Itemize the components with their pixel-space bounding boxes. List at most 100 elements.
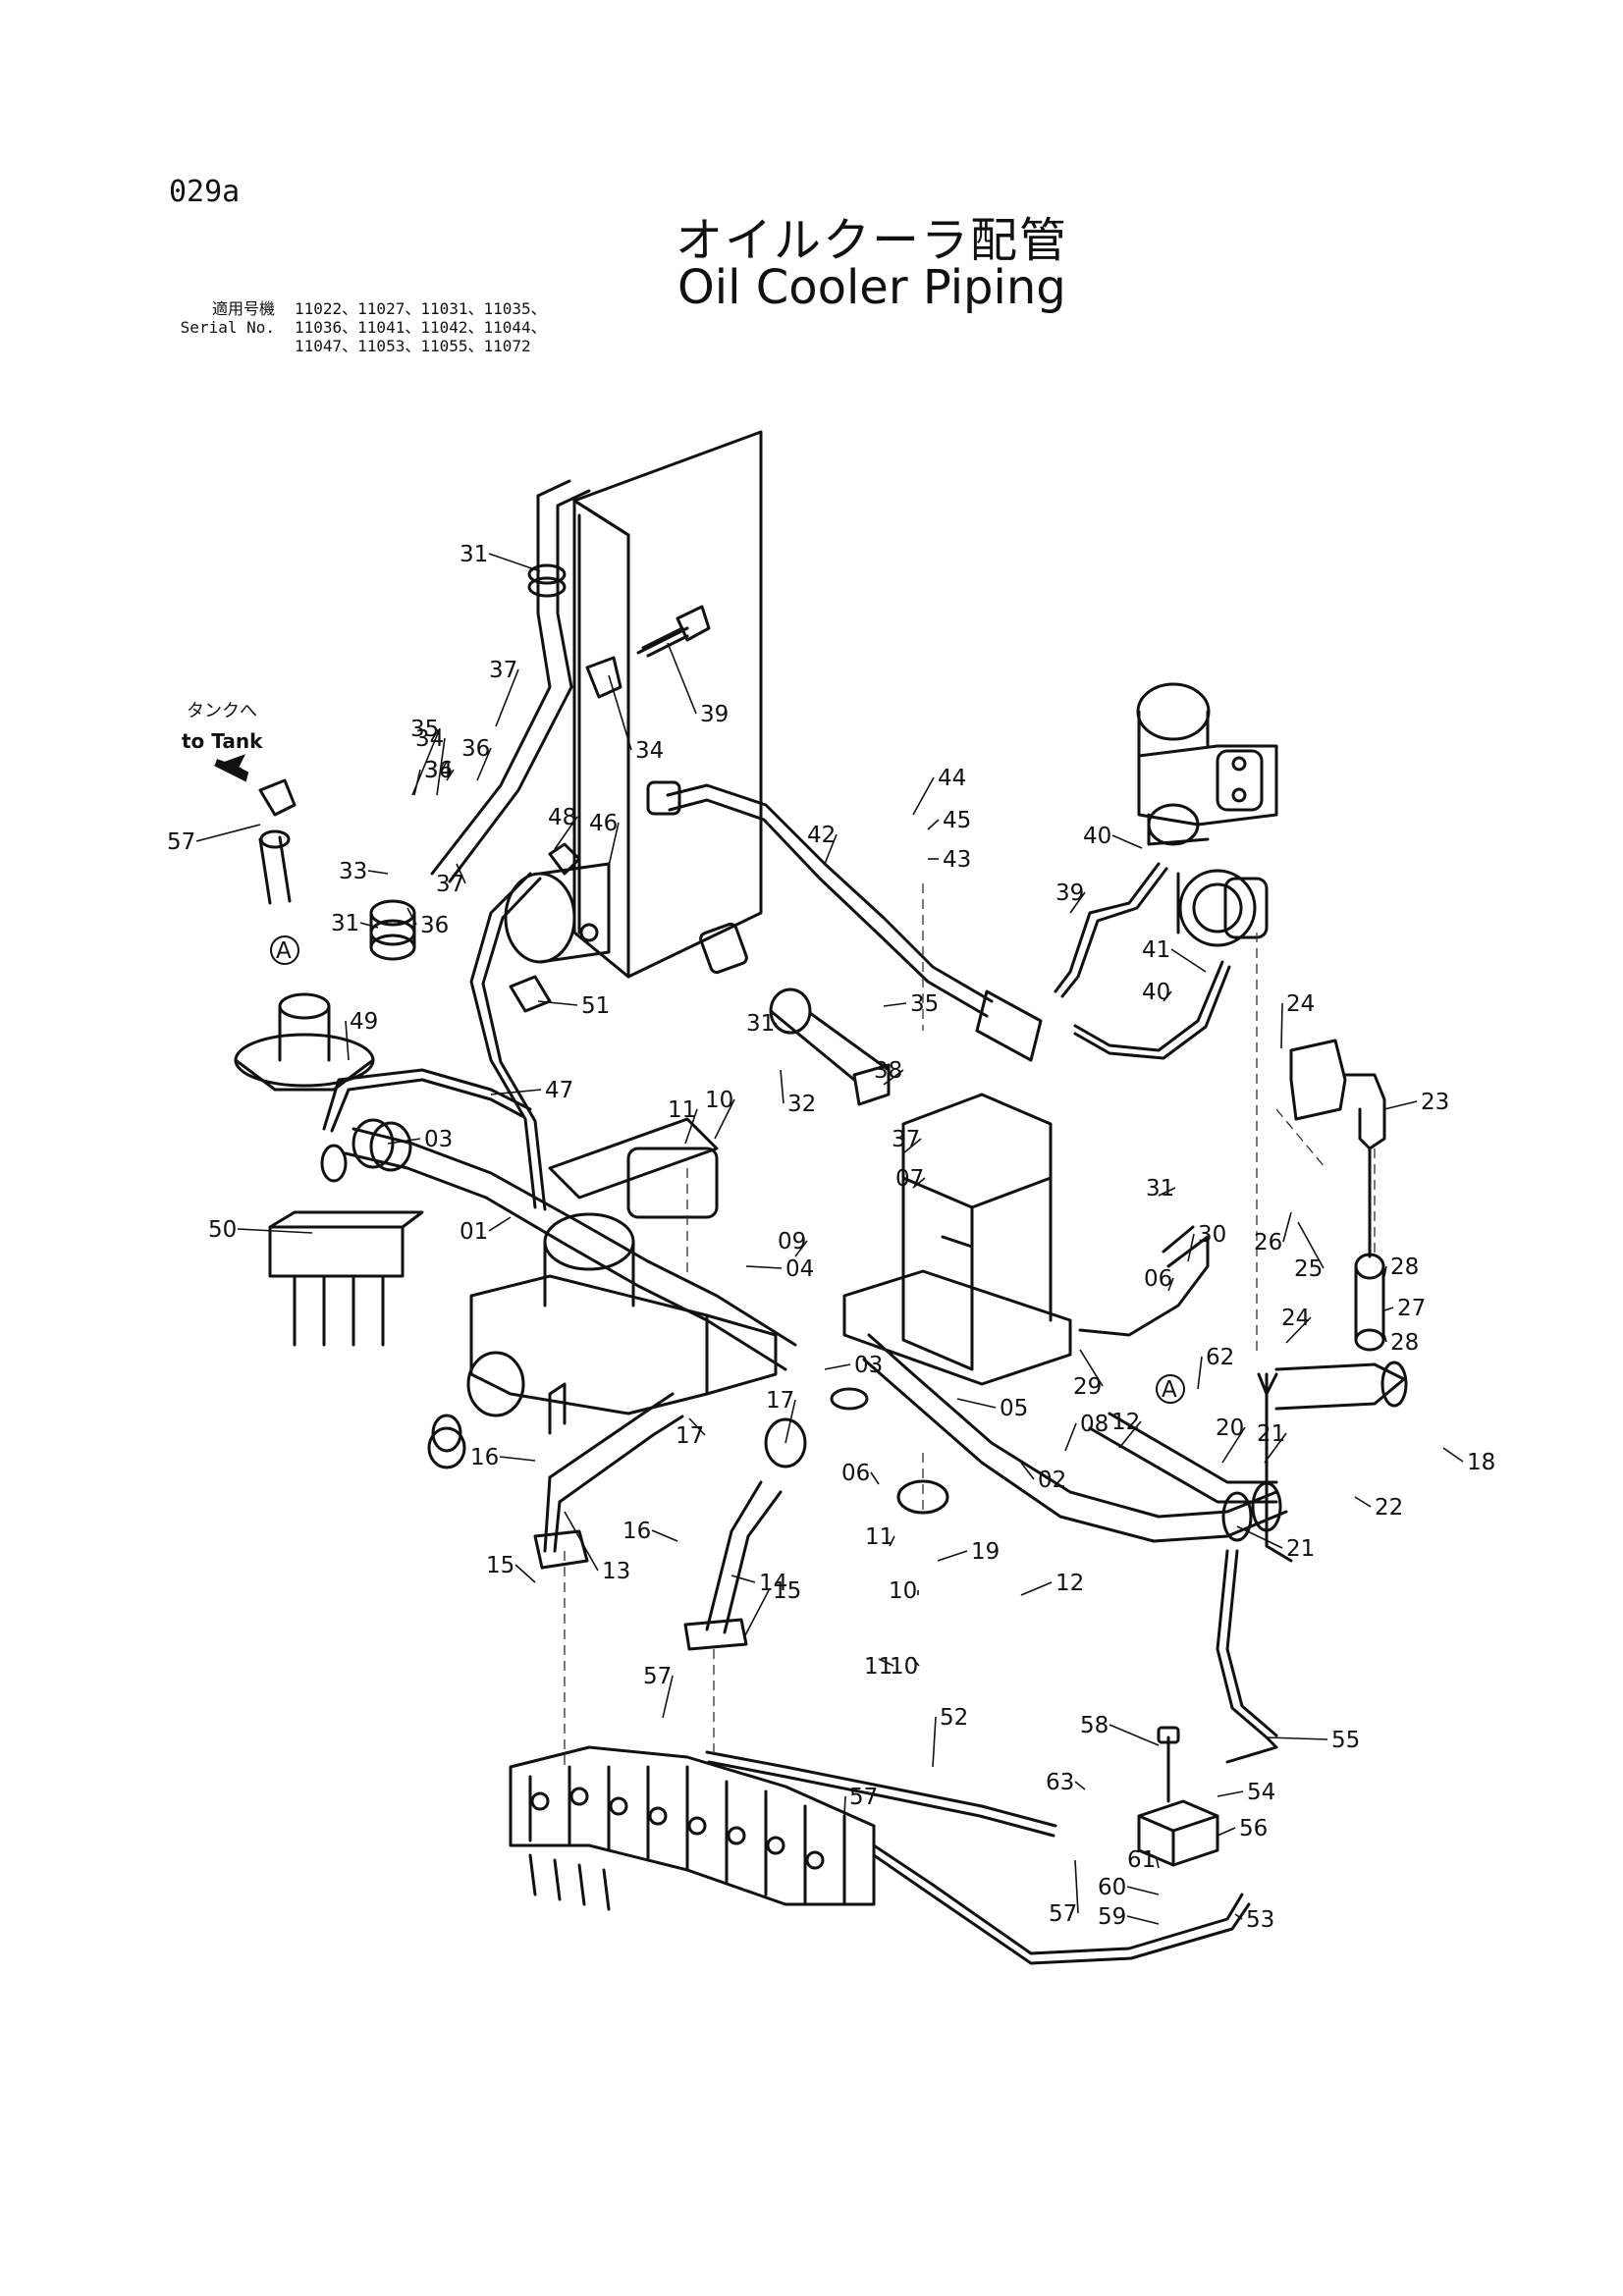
callout-40: 40	[1083, 824, 1111, 849]
serial-line: 11047、11053、11055、11072	[295, 337, 531, 355]
callout-45: 45	[943, 808, 971, 833]
cooler-inlet-pipe	[369, 479, 591, 961]
to-tank-marker: タンクへ to Tank	[182, 701, 263, 782]
leader-line	[1442, 1447, 1464, 1463]
block-54	[1137, 1726, 1219, 1867]
callout-30: 30	[1198, 1222, 1226, 1248]
callout-28: 28	[1390, 1255, 1419, 1280]
serial-label-en: Serial No.	[180, 318, 275, 337]
callout-40: 40	[1142, 980, 1170, 1005]
leader-line	[883, 1069, 904, 1086]
callout-33: 33	[339, 859, 367, 884]
callout-35: 35	[910, 991, 939, 1017]
leader-line	[870, 1471, 880, 1485]
callout-20: 20	[1216, 1415, 1244, 1441]
callout-06: 06	[1144, 1266, 1172, 1292]
leader-line	[1285, 1316, 1312, 1344]
leader-line	[743, 1589, 770, 1638]
leader-line	[387, 1138, 421, 1145]
leader-line	[1383, 1307, 1394, 1311]
callout-02: 02	[1038, 1468, 1066, 1493]
serial-label: 適用号機 Serial No.	[157, 299, 275, 337]
pipe-01	[344, 1118, 797, 1371]
callout-36: 36	[461, 736, 490, 762]
callout-22: 22	[1375, 1495, 1403, 1521]
hoses-46-48	[322, 872, 547, 1211]
leader-line	[345, 1020, 350, 1061]
callout-10: 10	[889, 1578, 917, 1604]
leader-line	[1282, 1211, 1292, 1243]
pipe-30-22	[1078, 1225, 1408, 1504]
leader-line	[667, 642, 697, 715]
callout-18: 18	[1467, 1450, 1495, 1475]
callout-17: 17	[766, 1388, 794, 1414]
connector-a-label: A	[276, 938, 292, 964]
leader-line	[564, 1511, 599, 1572]
leader-line	[902, 1138, 922, 1154]
callout-15: 15	[773, 1578, 801, 1604]
leader-line	[1020, 1581, 1053, 1596]
callout-35: 35	[410, 717, 439, 742]
leader-line	[878, 1658, 894, 1667]
leader-line	[1187, 1233, 1195, 1262]
serial-line: 11036、11041、11042、11044、	[295, 318, 547, 337]
title-english: Oil Cooler Piping	[677, 260, 1066, 315]
callout-24: 24	[1286, 991, 1315, 1017]
leader-line	[1170, 948, 1207, 973]
callout-05: 05	[1000, 1396, 1028, 1421]
callout-31: 31	[331, 911, 359, 936]
filter-assembly	[234, 992, 424, 1347]
leader-line	[1383, 1334, 1387, 1343]
callout-59: 59	[1098, 1904, 1126, 1930]
callout-03: 03	[424, 1127, 453, 1152]
callout-11: 11	[865, 1524, 893, 1550]
callout-36: 36	[420, 913, 449, 938]
callout-41: 41	[1142, 937, 1170, 963]
callout-39: 39	[700, 702, 729, 727]
leader-line	[730, 1575, 756, 1583]
callout-43: 43	[943, 847, 971, 873]
callout-52: 52	[940, 1705, 968, 1731]
leader-line	[824, 833, 838, 865]
leader-line	[1111, 834, 1143, 849]
leader-line	[237, 1228, 313, 1234]
leader-line	[476, 747, 492, 781]
callout-57: 57	[643, 1664, 672, 1689]
callout-54: 54	[1247, 1780, 1275, 1805]
leader-line	[1079, 1349, 1104, 1387]
fittings-27-28	[1257, 1147, 1385, 1563]
leader-line	[824, 1363, 851, 1370]
leader-line	[446, 769, 455, 781]
callout-38: 38	[874, 1058, 902, 1084]
leader-line	[662, 1675, 674, 1719]
leader-line	[843, 1795, 846, 1817]
callout-12: 12	[1111, 1410, 1140, 1435]
leader-line	[1158, 1187, 1176, 1197]
callout-24: 24	[1281, 1306, 1310, 1331]
callout-16: 16	[470, 1445, 499, 1470]
callout-12: 12	[1055, 1571, 1084, 1596]
leader-line	[499, 1456, 536, 1462]
leader-line	[1069, 891, 1086, 914]
leader-line	[1297, 1221, 1325, 1269]
leader-line	[794, 1240, 808, 1257]
callout-11: 11	[864, 1654, 893, 1680]
to-tank-en: to Tank	[182, 729, 263, 753]
leader-line	[490, 1089, 542, 1095]
title-japanese: オイルクーラ配管	[676, 213, 1069, 268]
callout-50: 50	[208, 1217, 237, 1243]
leader-line	[1236, 1525, 1283, 1549]
callout-31: 31	[746, 1011, 775, 1037]
leader-line	[1217, 1827, 1236, 1837]
leader-line	[1118, 1420, 1142, 1449]
leader-line	[488, 553, 541, 572]
callout-16: 16	[622, 1519, 651, 1544]
pipe-02	[862, 1333, 1288, 1543]
callout-leaders	[195, 553, 1464, 1925]
leader-line	[937, 1550, 968, 1562]
leader-line	[608, 674, 632, 751]
leader-line	[1354, 1496, 1372, 1508]
leader-line	[1266, 1736, 1328, 1740]
leader-line	[1217, 1790, 1244, 1797]
leader-line	[714, 1098, 735, 1140]
